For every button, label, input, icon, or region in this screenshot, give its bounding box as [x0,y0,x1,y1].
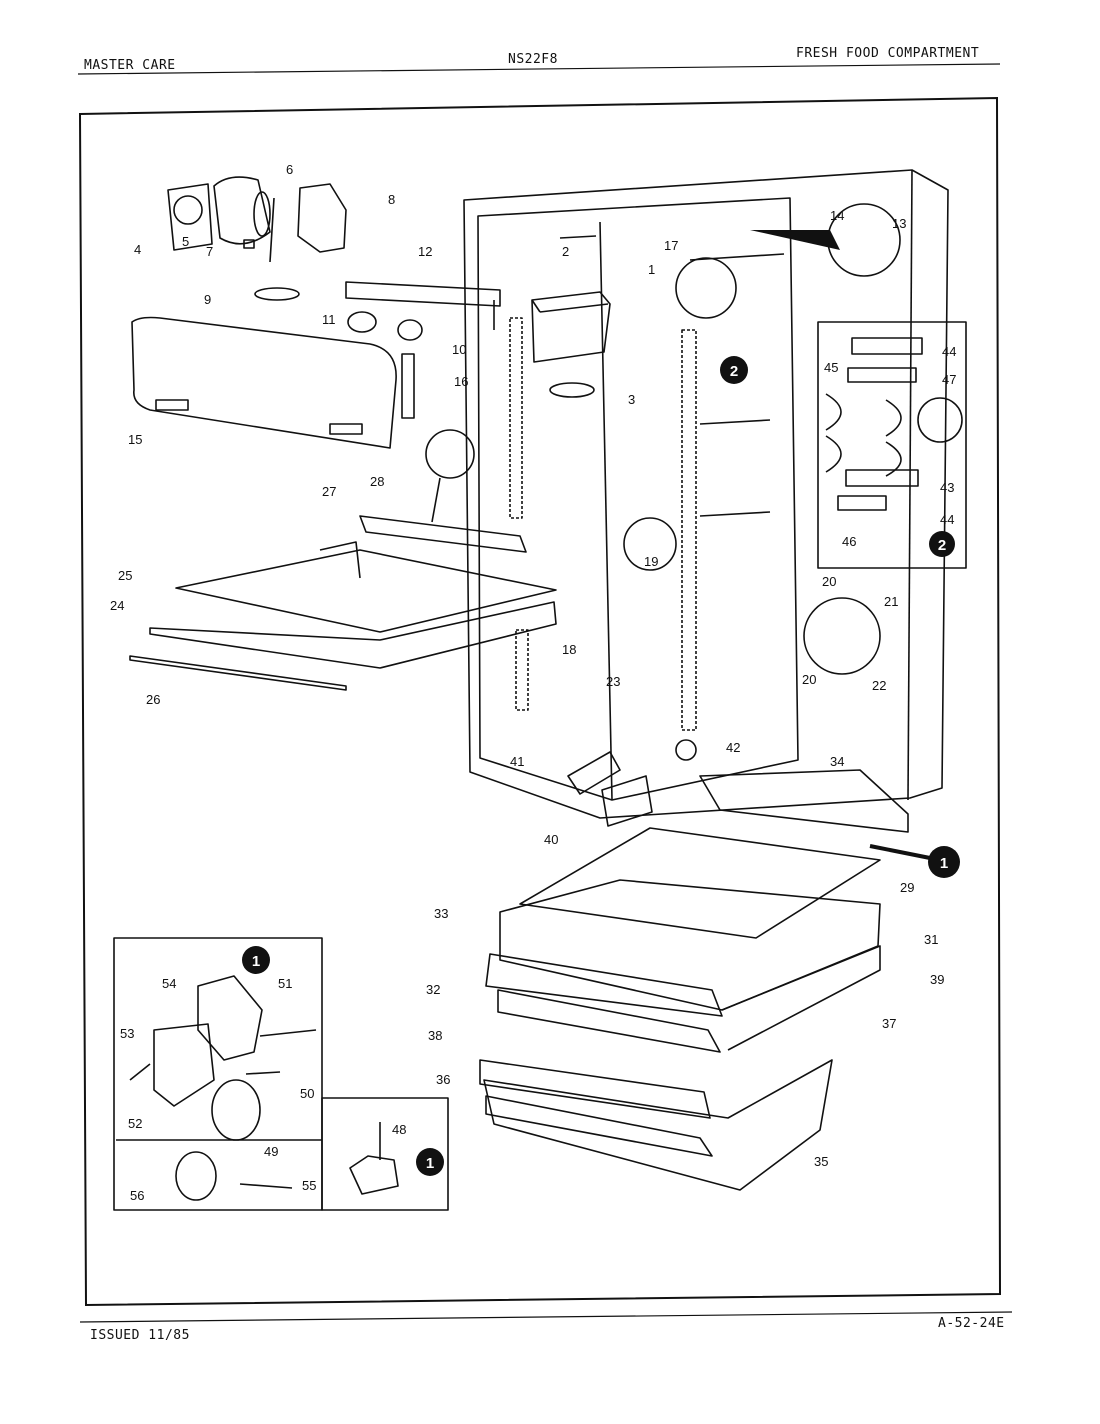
control-panel [131,316,415,449]
callout-21: 21 [884,594,898,609]
callout-6: 6 [286,162,293,177]
badge-detail-2-inset: 2 [929,531,955,557]
light-housing-parts [167,176,347,301]
callout-27: 27 [322,484,336,499]
svg-text:1: 1 [252,953,260,970]
callout-41: 41 [510,754,524,769]
callout-53: 53 [120,1026,134,1041]
callout-25: 25 [118,568,132,583]
callout-26: 26 [146,692,160,707]
callout-50: 50 [300,1086,314,1101]
callout-49: 49 [264,1144,278,1159]
callout-4: 4 [134,242,141,257]
header-model: NS22F8 [508,52,558,67]
callout-35: 35 [814,1154,828,1169]
callout-2: 2 [562,244,569,259]
diagram-frame [78,96,1002,1307]
cabinet-shell [463,169,949,819]
callout-51: 51 [278,976,292,991]
footer-issued: ISSUED 11/85 [90,1328,190,1343]
callout-20a: 20 [822,574,836,589]
footer-code: A-52-24E [938,1316,1005,1331]
detail-circle-47 [917,397,963,443]
badge-detail-2-main: 2 [720,356,748,384]
inset-box-detail-2 [817,321,967,569]
lower-hinge-parts [567,739,697,827]
callout-43: 43 [940,480,954,495]
detail-circle-28 [425,429,475,479]
callout-29: 29 [900,880,914,895]
callout-40: 40 [544,832,558,847]
callout-17: 17 [664,238,678,253]
header-brand: MASTER CARE [84,58,176,73]
callout-54: 54 [162,976,176,991]
callout-28: 28 [370,474,384,489]
callout-48: 48 [392,1122,406,1137]
callout-39: 39 [930,972,944,987]
callout-8: 8 [388,192,395,207]
header-section: FRESH FOOD COMPARTMENT [796,46,980,61]
crisper-cover-frame [519,769,909,939]
callout-42: 42 [726,740,740,755]
detail-circle-21-22 [803,597,881,675]
callout-20b: 20 [802,672,816,687]
inset-box-detail-1-small [321,1097,449,1211]
upper-shelf [129,515,557,691]
svg-text:1: 1 [426,1155,434,1172]
callout-9: 9 [204,292,211,307]
svg-text:2: 2 [730,363,738,380]
svg-text:1: 1 [940,855,948,872]
callout-47: 47 [942,372,956,387]
callout-14: 14 [830,208,844,223]
inset-box-detail-1 [113,937,323,1211]
svg-text:2: 2 [938,537,946,554]
callout-13: 13 [892,216,906,231]
callout-5: 5 [182,234,189,249]
detail-circle-19 [623,517,677,571]
callout-1: 1 [648,262,655,277]
callout-18: 18 [562,642,576,657]
lower-crisper-drawer [479,1059,833,1191]
callout-33: 33 [434,906,448,921]
badge-detail-1-inset: 1 [242,946,270,974]
badge-detail-1-small: 1 [416,1148,444,1176]
upper-crisper-drawer [485,879,881,1053]
callout-16: 16 [454,374,468,389]
callout-23: 23 [606,674,620,689]
callout-7: 7 [206,244,213,259]
callout-3: 3 [628,392,635,407]
callout-36: 36 [436,1072,450,1087]
callout-45: 45 [824,360,838,375]
callout-22: 22 [872,678,886,693]
callout-19: 19 [644,554,658,569]
callout-52: 52 [128,1116,142,1131]
callout-11: 11 [322,312,336,327]
callout-31: 31 [924,932,938,947]
callout-55: 55 [302,1178,316,1193]
callout-12: 12 [418,244,432,259]
callout-34: 34 [830,754,844,769]
callout-46: 46 [842,534,856,549]
callout-38: 38 [428,1028,442,1043]
callout-24: 24 [110,598,124,613]
callout-15: 15 [128,432,142,447]
detail-circle-17 [675,257,737,319]
light-bracket [345,281,501,341]
callout-56: 56 [130,1188,144,1203]
thermostat-box [531,291,611,363]
callout-44b: 44 [940,512,954,527]
badge-detail-1-main: 1 [928,846,960,878]
callout-32: 32 [426,982,440,997]
callout-10: 10 [452,342,466,357]
thermostat-knob [549,382,595,398]
callout-44a: 44 [942,344,956,359]
shelf-ladder-rails [509,317,697,731]
callout-37: 37 [882,1016,896,1031]
